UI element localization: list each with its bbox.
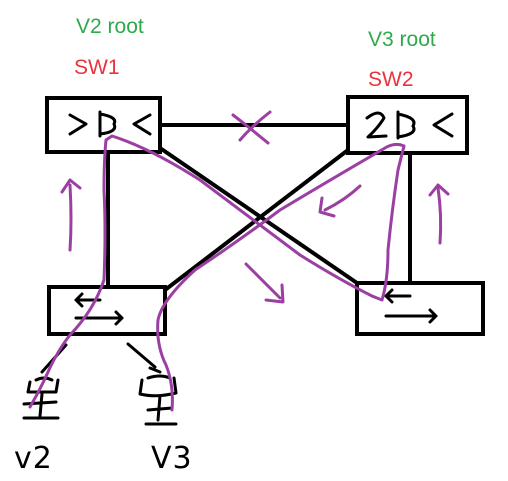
- link-sw2-acc1: [163, 148, 350, 292]
- traffic-paths: [28, 134, 450, 412]
- sw1-name-label: SW1: [74, 56, 120, 79]
- sw1-root-label: V2 root: [76, 15, 144, 38]
- access-switch-right-icon: [355, 281, 485, 336]
- arrow-up-right: [428, 183, 450, 245]
- arrow-up-left: [60, 178, 82, 252]
- arrow-up-left-sw2: [318, 184, 362, 218]
- path-v2: [28, 134, 406, 412]
- host-v3-label: V3: [151, 441, 193, 476]
- pc-v3-icon: [138, 374, 178, 426]
- host-v2-label: v2: [14, 441, 53, 476]
- blocked-x-icon: [231, 110, 272, 145]
- link-sw1-acc2: [158, 146, 359, 285]
- switch-sw2-icon: [346, 95, 469, 155]
- arrow-down-right: [244, 262, 285, 304]
- switch-sw1-icon: [45, 96, 162, 154]
- sw2-name-label: SW2: [368, 68, 414, 91]
- access-switch-left-icon: [47, 285, 167, 336]
- links: [106, 123, 412, 292]
- sw2-root-label: V3 root: [368, 28, 436, 51]
